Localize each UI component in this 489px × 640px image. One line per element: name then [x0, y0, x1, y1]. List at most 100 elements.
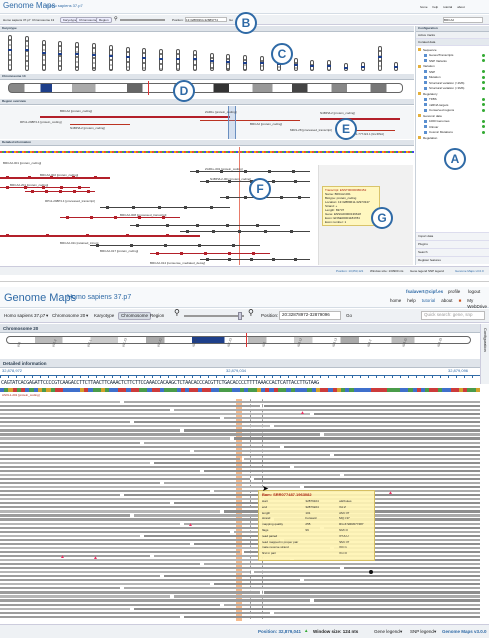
- profile-link[interactable]: profile: [448, 289, 461, 294]
- read[interactable]: [0, 611, 270, 614]
- add-track-icon[interactable]: [482, 70, 485, 74]
- track-tree-item[interactable]: Structural variation (>1Mb): [418, 80, 487, 86]
- read[interactable]: [0, 603, 220, 606]
- add-track-icon[interactable]: [482, 125, 485, 129]
- go-button[interactable]: Go: [229, 18, 234, 22]
- karyotype-chromosome[interactable]: [41, 40, 46, 71]
- read[interactable]: [0, 425, 270, 428]
- read[interactable]: [0, 514, 130, 517]
- track-tree-item[interactable]: Regulation: [418, 135, 487, 141]
- karyotype-chromosome[interactable]: [344, 63, 348, 71]
- nav-about[interactable]: about: [457, 5, 465, 9]
- read[interactable]: [224, 603, 480, 606]
- active-tracks-label[interactable]: Active tracks: [416, 32, 489, 39]
- snp-legend[interactable]: SNP legend: [410, 629, 434, 634]
- read[interactable]: [0, 445, 280, 448]
- search-input[interactable]: BRCA2: [443, 17, 483, 23]
- read[interactable]: [0, 453, 330, 456]
- read[interactable]: [134, 421, 480, 424]
- karyotype-chromosome[interactable]: [75, 42, 80, 71]
- read[interactable]: [144, 441, 480, 444]
- read[interactable]: [0, 534, 140, 537]
- nav-help[interactable]: help: [407, 298, 416, 303]
- read[interactable]: [0, 461, 150, 464]
- add-track-icon[interactable]: [482, 108, 485, 112]
- transcript-line[interactable]: [180, 231, 310, 232]
- read[interactable]: [284, 445, 480, 448]
- nav-about[interactable]: about: [441, 298, 453, 303]
- add-track-icon[interactable]: [482, 75, 485, 79]
- read[interactable]: [264, 591, 480, 594]
- logout-link[interactable]: logout: [468, 289, 481, 294]
- read[interactable]: [0, 437, 230, 440]
- read[interactable]: [0, 550, 240, 554]
- karyotype-chromosome[interactable]: [327, 60, 332, 71]
- position-input[interactable]: 13:32889364-32889774: [185, 17, 227, 22]
- chromosome-dropdown-icon[interactable]: ▾: [86, 313, 89, 318]
- read[interactable]: [0, 506, 310, 509]
- track-tree-item[interactable]: Mutation: [418, 75, 487, 81]
- species-select[interactable]: Homo sapiens 37.p7: [4, 313, 46, 318]
- read[interactable]: [0, 542, 190, 545]
- read[interactable]: [194, 449, 480, 452]
- chromosome-ideogram[interactable]: [8, 83, 403, 93]
- read[interactable]: [0, 615, 180, 618]
- read[interactable]: [124, 587, 480, 590]
- nav-help[interactable]: help: [432, 5, 439, 9]
- transcript-line[interactable]: [200, 259, 310, 260]
- read[interactable]: [274, 425, 480, 428]
- track-tree-item[interactable]: Regulatory: [418, 91, 487, 97]
- read[interactable]: [0, 554, 150, 558]
- karyotype-chromosome[interactable]: [108, 45, 113, 71]
- read[interactable]: [0, 510, 220, 513]
- nav-tutorial[interactable]: tutorial: [421, 298, 436, 303]
- gene-legend-dropdown-icon[interactable]: ▾: [400, 629, 403, 634]
- karyotype-chromosome[interactable]: [58, 41, 63, 71]
- read[interactable]: [0, 498, 260, 501]
- snp-legend[interactable]: SNP legend: [428, 269, 444, 273]
- read[interactable]: [254, 477, 480, 481]
- karyotype-chromosome[interactable]: [159, 49, 164, 71]
- karyotype-chromosome[interactable]: [8, 35, 12, 71]
- track-tree-item[interactable]: Genomic data: [418, 113, 487, 119]
- karyotype-chromosome[interactable]: [192, 50, 197, 71]
- read[interactable]: [0, 522, 180, 525]
- zoom-out-icon[interactable]: ⚲: [174, 308, 180, 317]
- species-dropdown-icon[interactable]: ▾: [46, 313, 49, 318]
- read[interactable]: [314, 413, 480, 416]
- transcript-line[interactable]: [100, 207, 230, 208]
- track-tree-item[interactable]: Variation: [418, 64, 487, 70]
- add-track-icon[interactable]: [482, 53, 485, 57]
- read[interactable]: [0, 482, 160, 485]
- read[interactable]: [334, 546, 480, 549]
- zoom-in-icon[interactable]: ⚲: [248, 308, 254, 317]
- webdrive-link[interactable]: My WebDrive: [467, 298, 487, 309]
- track-tree-item[interactable]: SNP Variants: [418, 58, 487, 64]
- karyotype-chromosome[interactable]: [125, 47, 130, 71]
- karyotype-chromosome[interactable]: [377, 46, 382, 71]
- read[interactable]: [0, 409, 170, 412]
- zoom-out-icon[interactable]: ⚲: [114, 16, 118, 22]
- karyotype-chromosome[interactable]: [360, 62, 365, 71]
- add-track-icon[interactable]: [482, 81, 485, 85]
- track-tree-item[interactable]: miRNA targets: [418, 102, 487, 108]
- read[interactable]: [164, 575, 480, 578]
- read[interactable]: [0, 477, 250, 481]
- read[interactable]: [0, 486, 300, 489]
- transcript-line[interactable]: [150, 253, 270, 254]
- read[interactable]: [224, 417, 480, 420]
- curated-data-label[interactable]: Curated data: [416, 39, 489, 46]
- karyotype-chromosome[interactable]: [24, 36, 29, 71]
- read[interactable]: [274, 611, 480, 614]
- karyotype-chromosome[interactable]: [310, 60, 315, 71]
- read[interactable]: [0, 546, 330, 549]
- read[interactable]: [274, 518, 480, 521]
- track-tree-item[interactable]: Cosmic Mutations: [418, 130, 487, 136]
- read[interactable]: [154, 461, 480, 464]
- read[interactable]: [164, 482, 480, 485]
- track-tree-item[interactable]: Clinvar: [418, 124, 487, 130]
- read[interactable]: [0, 579, 300, 582]
- read[interactable]: [0, 417, 220, 420]
- gene-legend[interactable]: Gene legend: [374, 629, 400, 634]
- read[interactable]: [0, 567, 340, 570]
